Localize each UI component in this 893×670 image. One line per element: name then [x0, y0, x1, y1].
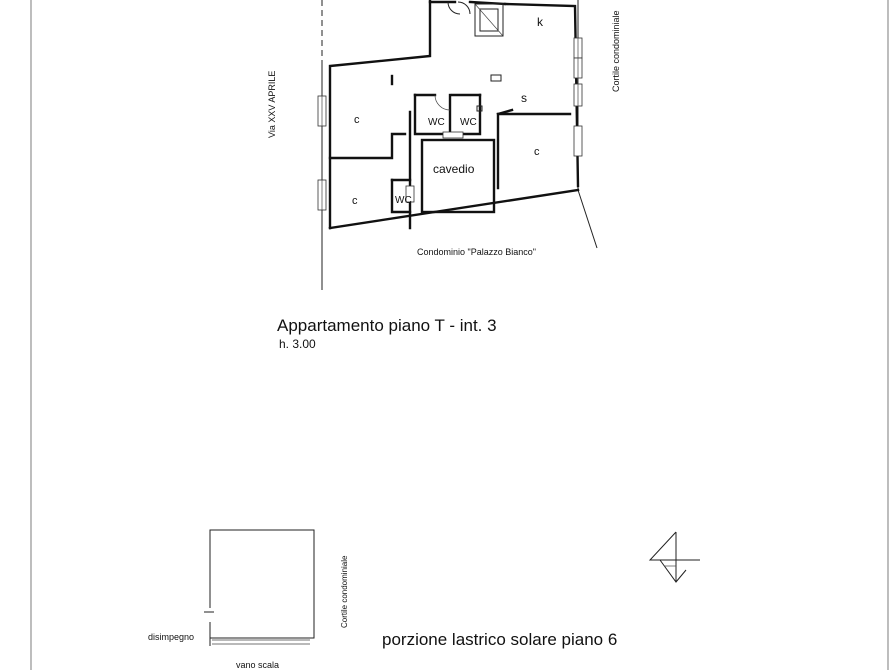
ground-plan-title: Appartamento piano T - int. 3 [277, 316, 497, 335]
room-label-wc3: WC [395, 195, 412, 206]
cavedio-walls [420, 138, 496, 214]
room-label-wc1: WC [428, 117, 445, 128]
room-label-wc2: WC [460, 117, 477, 128]
vano-scala-label: vano scala [236, 660, 279, 670]
wall-c1-c2 [328, 132, 407, 160]
door-arc-entrance-2 [457, 1, 471, 15]
elevator-shaft [474, 3, 504, 37]
neighbor-label-bottom: Condominio "Palazzo Bianco" [417, 247, 536, 257]
room-label-c2: c [352, 195, 358, 207]
pillar [476, 105, 483, 112]
room-label-c1: c [354, 114, 360, 126]
street-label-left: Via XXV APRILE [267, 71, 277, 138]
outer-wall-bottom [328, 188, 580, 230]
wc-block [413, 93, 482, 136]
roof-terrace-outline [209, 529, 315, 639]
roof-plan: Cortile condominiale disimpegno vano sca… [148, 529, 617, 670]
windows [317, 37, 583, 211]
kitchen-detail [490, 74, 502, 82]
disimpegno-label: disimpegno [148, 632, 194, 642]
wall-c3-top [496, 108, 514, 116]
ground-floor-plan: k s c c c WC WC WC cavedio Via XXV APRIL… [267, 0, 621, 351]
outer-wall-right [503, 2, 580, 188]
room-label-k: k [537, 15, 544, 29]
boundary-right-diagonal [577, 189, 598, 249]
room-label-cavedio: cavedio [433, 162, 475, 176]
elevator-cross-1 [474, 3, 504, 37]
roof-courtyard-label: Cortile condominiale [340, 555, 349, 628]
wc3-walls [390, 178, 412, 214]
north-arrow-icon [648, 531, 700, 583]
ground-plan-height: h. 3.00 [279, 337, 316, 351]
outer-wall-left [328, 0, 432, 230]
courtyard-label-right: Cortile condominiale [611, 10, 621, 92]
door-arc-entrance [447, 1, 461, 15]
room-label-s: s [521, 91, 527, 105]
roof-plan-title: porzione lastrico solare piano 6 [382, 630, 617, 649]
room-label-c3: c [534, 146, 540, 158]
door-arc-wc [434, 94, 451, 111]
elevator-car [479, 8, 499, 32]
